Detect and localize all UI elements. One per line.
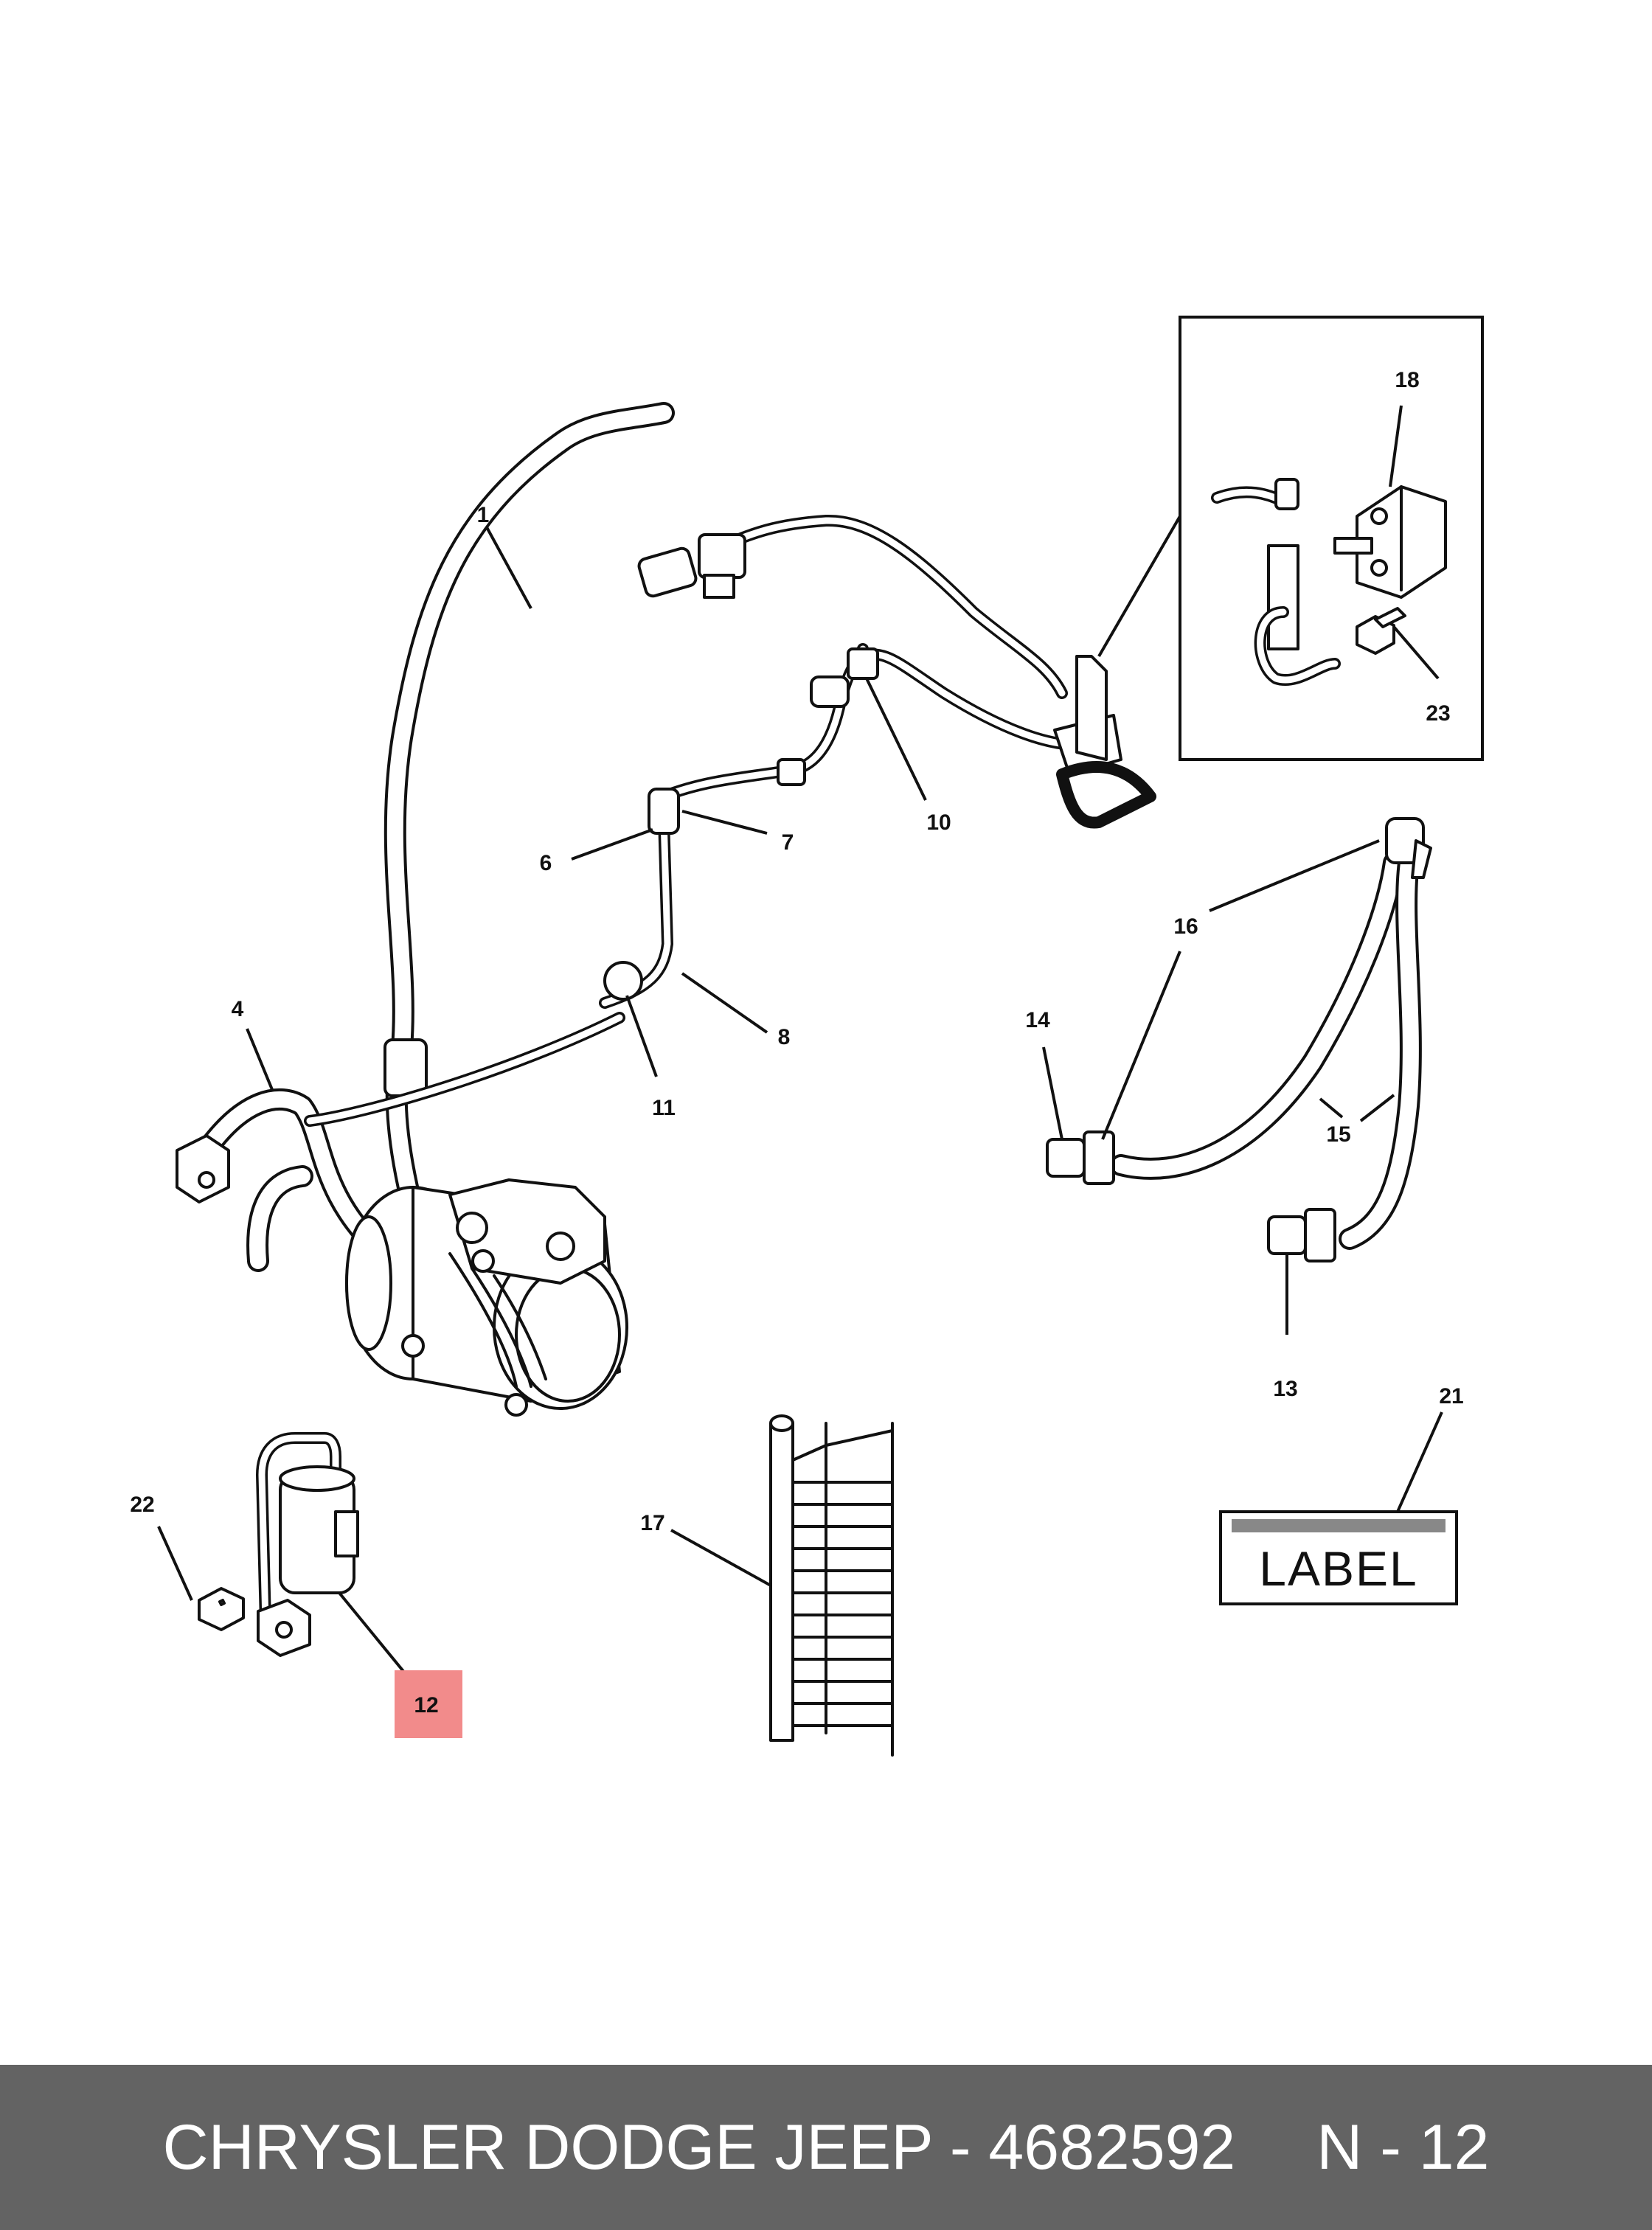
- callout-18: 18: [1395, 368, 1419, 392]
- bolt-22: [198, 1587, 245, 1631]
- callout-8: 8: [778, 1025, 791, 1049]
- callout-13: 13: [1273, 1377, 1297, 1401]
- footer-reference: N - 12: [1316, 2111, 1490, 2183]
- callout-22: 22: [130, 1493, 154, 1517]
- leader-lines: [157, 405, 1443, 1675]
- callout-15: 15: [1326, 1122, 1350, 1147]
- liquid-line-8: [599, 643, 1156, 1009]
- inset-detail-box: [1179, 316, 1484, 761]
- callout-17: 17: [640, 1511, 664, 1535]
- callout-16: 16: [1173, 914, 1198, 939]
- footer-bar: CHRYSLER DODGE JEEP - 4682592 N - 12: [0, 2065, 1652, 2230]
- callout-10: 10: [926, 810, 951, 835]
- callout-4: 4: [232, 997, 244, 1021]
- callout-6: 6: [540, 851, 552, 875]
- callout-labels: 1 4 6 7 8 10 11 12 13 14 15 16 17 18 21 …: [130, 368, 1463, 1717]
- footer-title: CHRYSLER DODGE JEEP - 4682592: [162, 2111, 1236, 2183]
- parts-diagram: LABEL 1 4 6 7 8 10 11 12 13 14 15 16: [130, 316, 1484, 1757]
- hose-1-discharge-line: [384, 402, 1068, 1220]
- receiver-drier: [256, 1432, 359, 1657]
- hose-assembly-15: [1046, 817, 1432, 1262]
- callout-21: 21: [1439, 1384, 1463, 1408]
- label-plate: LABEL: [1219, 1510, 1458, 1605]
- label-plate-text: LABEL: [1259, 1541, 1417, 1596]
- callout-12: 12: [414, 1693, 438, 1717]
- callout-23: 23: [1426, 701, 1450, 726]
- callout-11: 11: [652, 1096, 676, 1120]
- callout-12-highlight: [395, 1670, 462, 1738]
- callout-7: 7: [782, 830, 794, 855]
- ac-compressor: [345, 1178, 628, 1417]
- condenser: [769, 1414, 894, 1757]
- callout-14: 14: [1025, 1008, 1050, 1032]
- callout-1: 1: [477, 503, 490, 527]
